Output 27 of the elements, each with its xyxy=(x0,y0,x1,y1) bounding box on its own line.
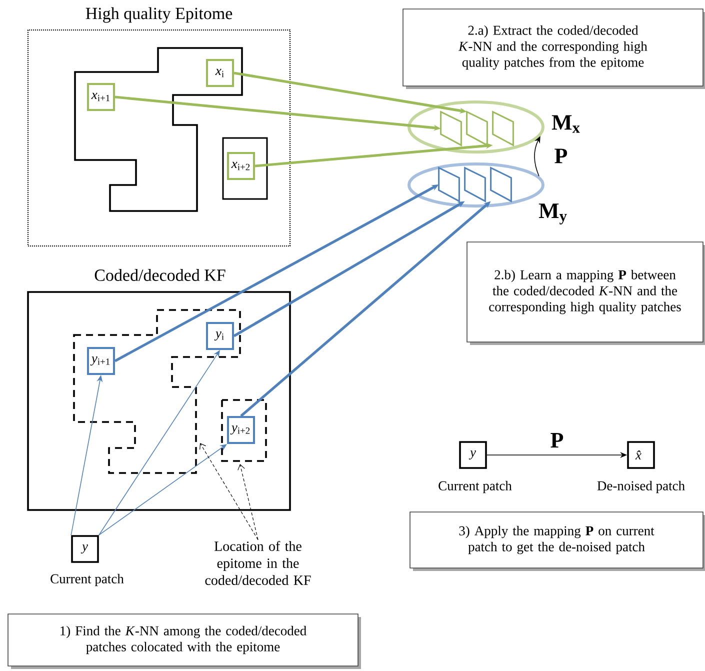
note-text: Location of the epitome in the coded/decoded KF xyxy=(205,541,311,585)
patch-caption: Current patch xyxy=(438,480,512,494)
edge-label: P xyxy=(550,433,564,448)
patch-box: x̂ xyxy=(627,441,655,469)
patch-box: y xyxy=(71,535,99,563)
patch-box: x$_{i}$ xyxy=(206,59,234,87)
patch-box: y$_{i+1}$ xyxy=(87,347,115,375)
text-box: 3) Apply the mapping P on current patch to get the de-noised patch xyxy=(410,512,705,571)
matrix-label: M$_{y}$ xyxy=(538,204,567,224)
matrix-label: M$_{x}$ xyxy=(552,115,580,133)
patch-caption: Current patch xyxy=(50,574,124,586)
patch-box: y$_{i}$ xyxy=(206,322,234,350)
text-box: 2.a) Extract the coded/decoded K-NN and the corresponding high quality patches from the epitome xyxy=(402,8,705,89)
arrow xyxy=(98,350,220,536)
patch-caption: De-noised patch xyxy=(597,480,685,494)
patch-box: x$_{i+2}$ xyxy=(227,152,255,180)
edge-label: P xyxy=(554,148,568,164)
patch-box: y xyxy=(459,441,487,469)
node-label: High quality Epitome xyxy=(86,7,232,23)
patch-box: x$_{i+1}$ xyxy=(87,83,115,111)
leader-line xyxy=(200,443,258,540)
patch-box: y$_{i+2}$ xyxy=(227,416,255,444)
leader-line xyxy=(238,464,258,540)
text-box: 1) Find the K-NN among the coded/decoded patches colocated with the epitome xyxy=(8,614,361,669)
node-label: Coded/decoded KF xyxy=(94,269,226,281)
text-box: 2.b) Learn a mapping P between the coded/decoded K-NN and the corresponding high quality patches xyxy=(466,242,705,345)
arrow xyxy=(98,444,227,536)
